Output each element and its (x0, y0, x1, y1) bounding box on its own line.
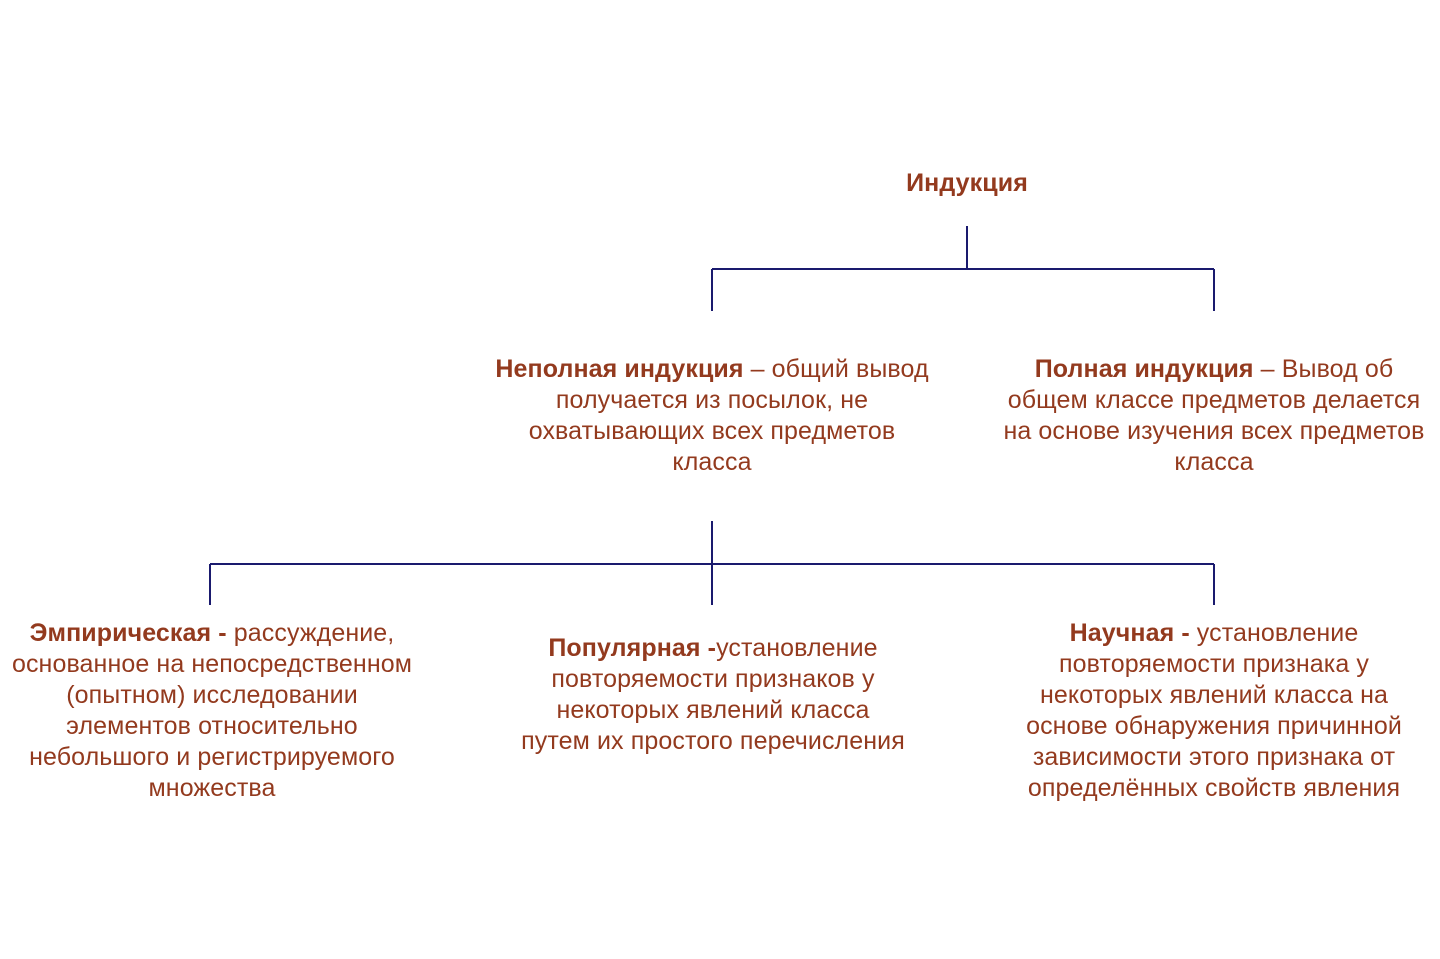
node-incomplete-definition: – общий вывод получается из посылок, не … (528, 355, 929, 476)
node-popular-term: Популярная - (548, 634, 717, 662)
node-complete-term: Полная индукция (1034, 355, 1254, 383)
node-scientific-term: Научная - (1069, 619, 1197, 647)
node-incomplete-term: Неполная индукция (495, 355, 744, 383)
node-popular-induction: Популярная -установление повторяемости п… (520, 633, 906, 757)
node-scientific-induction: Научная - установление повторяемости при… (1004, 618, 1424, 804)
node-empirical-induction: Эмпирическая - рассуждение, основанное н… (6, 618, 418, 804)
node-popular-definition: установление повторяемости признаков у н… (521, 634, 905, 755)
node-empirical-term: Эмпирическая - (29, 619, 234, 647)
node-complete-definition: – Вывод об общем классе предметов делает… (1003, 355, 1425, 476)
root-title: Индукция (906, 169, 1028, 197)
node-complete-induction: Полная индукция – Вывод об общем классе … (1000, 354, 1428, 478)
node-scientific-definition: установление повторяемости признака у не… (1026, 619, 1402, 802)
node-incomplete-induction: Неполная индукция – общий вывод получает… (492, 354, 932, 478)
node-empirical-definition: рассуждение, основанное на непосредствен… (11, 619, 413, 802)
root-node-induction: Индукция (820, 168, 1114, 199)
